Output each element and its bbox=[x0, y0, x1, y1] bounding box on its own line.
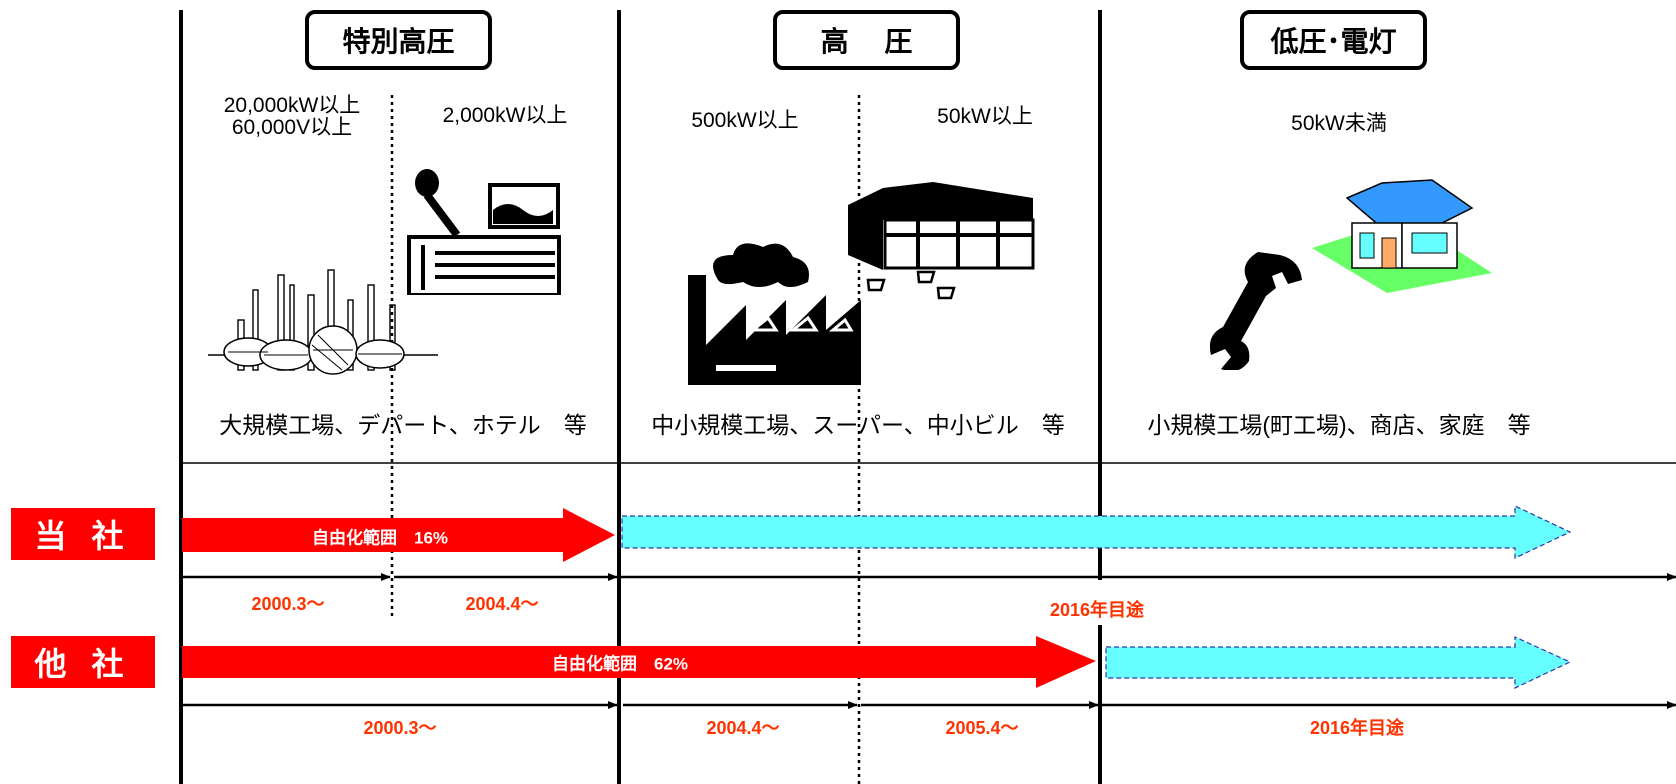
threshold-20000kw-line2: 60,000V以上 bbox=[231, 116, 353, 139]
factory-icon bbox=[688, 243, 861, 385]
company-ours: 当 社 bbox=[11, 508, 155, 560]
ours-range-label: 自由化範囲 16% bbox=[311, 528, 449, 548]
segment-extra-high: 大規模工場、デパート、ホテル 等 bbox=[219, 412, 587, 438]
others-date-2: 2004.4～ bbox=[706, 718, 780, 738]
supermarket-icon bbox=[848, 182, 1035, 300]
ours-date-2: 2004.4～ bbox=[465, 594, 539, 614]
segment-high: 中小規模工場、スーパー、中小ビル 等 bbox=[651, 412, 1065, 438]
threshold-500kw: 500kW以上 bbox=[691, 109, 799, 132]
refinery-icon bbox=[208, 269, 438, 375]
others-liberalized-arrow bbox=[182, 636, 1096, 688]
ours-liberalized-arrow bbox=[182, 508, 615, 562]
ours-date-1: 2000.3～ bbox=[251, 594, 325, 614]
header-low: 低圧･電灯 bbox=[1240, 10, 1427, 70]
threshold-under-50kw: 50kW未満 bbox=[1291, 112, 1387, 135]
others-planned-arrow bbox=[1105, 636, 1572, 689]
others-date-1: 2000.3～ bbox=[363, 718, 437, 738]
ours-planned-arrow bbox=[621, 505, 1572, 559]
threshold-20000kw: 20,000kW以上 60,000V以上 bbox=[224, 95, 361, 139]
header-high: 高 圧 bbox=[773, 10, 960, 70]
segment-low: 小規模工場(町工場)、商店、家庭 等 bbox=[1147, 412, 1531, 438]
others-date-4: 2016年目途 bbox=[1309, 718, 1405, 738]
threshold-2000kw: 2,000kW以上 bbox=[442, 104, 568, 127]
threshold-20000kw-line1: 20,000kW以上 bbox=[223, 94, 361, 117]
house-icon bbox=[1312, 179, 1492, 293]
header-extra-high: 特別高圧 bbox=[305, 10, 492, 70]
others-range-label: 自由化範囲 62% bbox=[551, 654, 689, 674]
wrench-icon bbox=[1210, 252, 1302, 370]
ours-date-3: 2016年目途 bbox=[1049, 600, 1145, 620]
others-date-3: 2005.4～ bbox=[945, 718, 1019, 738]
department-store-icon bbox=[407, 169, 561, 295]
threshold-50kw: 50kW以上 bbox=[937, 105, 1033, 128]
company-others: 他 社 bbox=[11, 636, 155, 688]
